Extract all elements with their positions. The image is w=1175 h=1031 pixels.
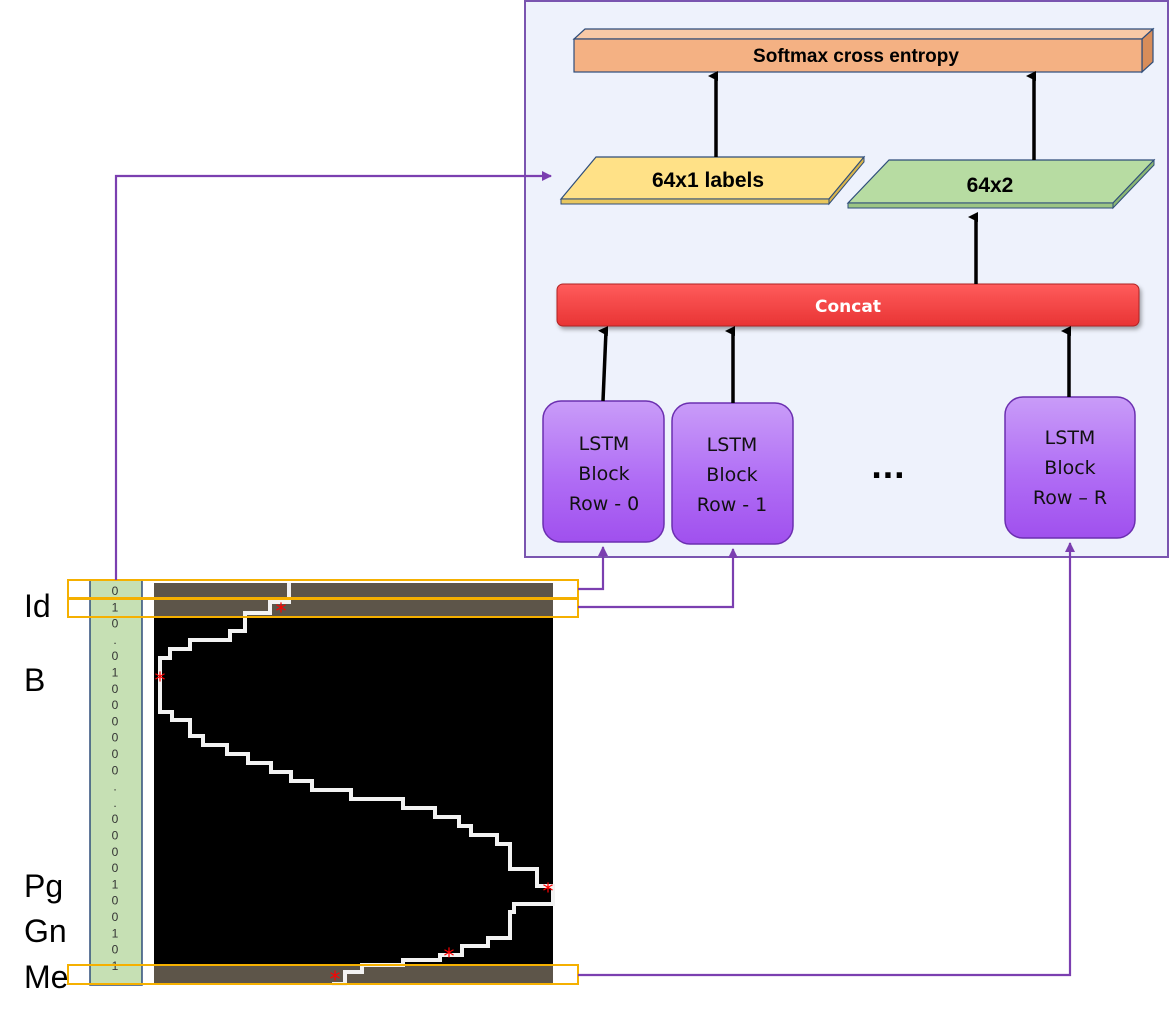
arrow-lstm0-concat — [598, 326, 609, 402]
connector-labels — [114, 171, 552, 580]
row-label-bit: 0 — [112, 682, 119, 696]
softmax-block: Softmax cross entropy — [572, 27, 1155, 74]
row-label-bit: 0 — [112, 747, 119, 761]
lstm-block-row-0: LSTM Block Row - 0 — [542, 400, 665, 543]
landmark-label-id: Id — [24, 588, 51, 624]
lstm-r-line2: Block — [1044, 457, 1095, 479]
marker-me: * — [330, 968, 341, 993]
marker-gn: * — [444, 945, 455, 970]
marker-b: * — [155, 669, 166, 694]
row-label-bit: 0 — [112, 617, 119, 631]
row-label-bit: 0 — [112, 584, 119, 598]
landmark-label-me: Me — [24, 959, 68, 995]
marker-id: * — [276, 600, 287, 625]
side-labels: Id B Pg Gn Me — [24, 588, 68, 995]
ellipsis: ... — [871, 451, 905, 486]
row-label-bit: 0 — [112, 731, 119, 745]
output-block-text: 64x2 — [967, 174, 1014, 197]
lstm-0-line3: Row - 0 — [569, 493, 640, 515]
row-label-bit: 0 — [112, 698, 119, 712]
row-label-bit: 0 — [112, 763, 119, 777]
row-label-bit: 0 — [112, 714, 119, 728]
lstm-r-line1: LSTM — [1045, 427, 1096, 449]
marker-pg: * — [543, 880, 554, 905]
ct-image — [154, 583, 553, 985]
connector-row-r — [578, 542, 1075, 977]
landmark-label-pg: Pg — [24, 868, 63, 904]
row-label-bit: . — [113, 796, 116, 810]
row-label-bit: 0 — [112, 649, 119, 663]
landmark-label-gn: Gn — [24, 913, 67, 949]
row-label-bit: 0 — [112, 812, 119, 826]
row-label-bit: 1 — [112, 600, 119, 614]
row-label-bit: 1 — [112, 877, 119, 891]
lstm-block-row-1: LSTM Block Row - 1 — [671, 402, 794, 545]
image-bottom-band — [154, 966, 553, 984]
lstm-1-line3: Row - 1 — [697, 494, 768, 516]
row-label-bit: 0 — [112, 861, 119, 875]
landmark-label-b: B — [24, 662, 45, 698]
row-label-bit: 0 — [112, 894, 119, 908]
row-label-bit: . — [113, 780, 116, 794]
lstm-1-line1: LSTM — [707, 434, 758, 456]
row-label-bit: 0 — [112, 845, 119, 859]
purple-connectors — [114, 171, 1075, 977]
flow-arrows — [598, 71, 1071, 403]
concat-label: Concat — [815, 297, 881, 317]
profile-curve — [158, 583, 555, 986]
row-label-bit: 0 — [112, 829, 119, 843]
lstm-0-line1: LSTM — [579, 433, 630, 455]
output-block: 64x2 — [846, 158, 1156, 210]
landmark-markers: * * * * * — [155, 600, 554, 993]
lstm-r-line3: Row – R — [1033, 487, 1107, 509]
connector-row-1 — [578, 548, 738, 609]
labels-block: 64x1 labels — [559, 155, 866, 206]
connector-row-0 — [578, 546, 608, 591]
softmax-label: Softmax cross entropy — [753, 46, 959, 67]
labels-block-text: 64x1 labels — [652, 169, 764, 192]
row-label-bit: 1 — [112, 926, 119, 940]
row-label-bit: . — [113, 633, 116, 647]
row-label-bit: 0 — [112, 943, 119, 957]
row-label-bit: 0 — [112, 910, 119, 924]
lstm-0-line2: Block — [578, 463, 629, 485]
lstm-block-row-r: LSTM Block Row – R — [1004, 396, 1136, 539]
concat-block: Concat — [556, 283, 1140, 327]
label-column — [89, 579, 143, 986]
row-label-bit: 1 — [112, 666, 119, 680]
lstm-1-line2: Block — [706, 464, 757, 486]
